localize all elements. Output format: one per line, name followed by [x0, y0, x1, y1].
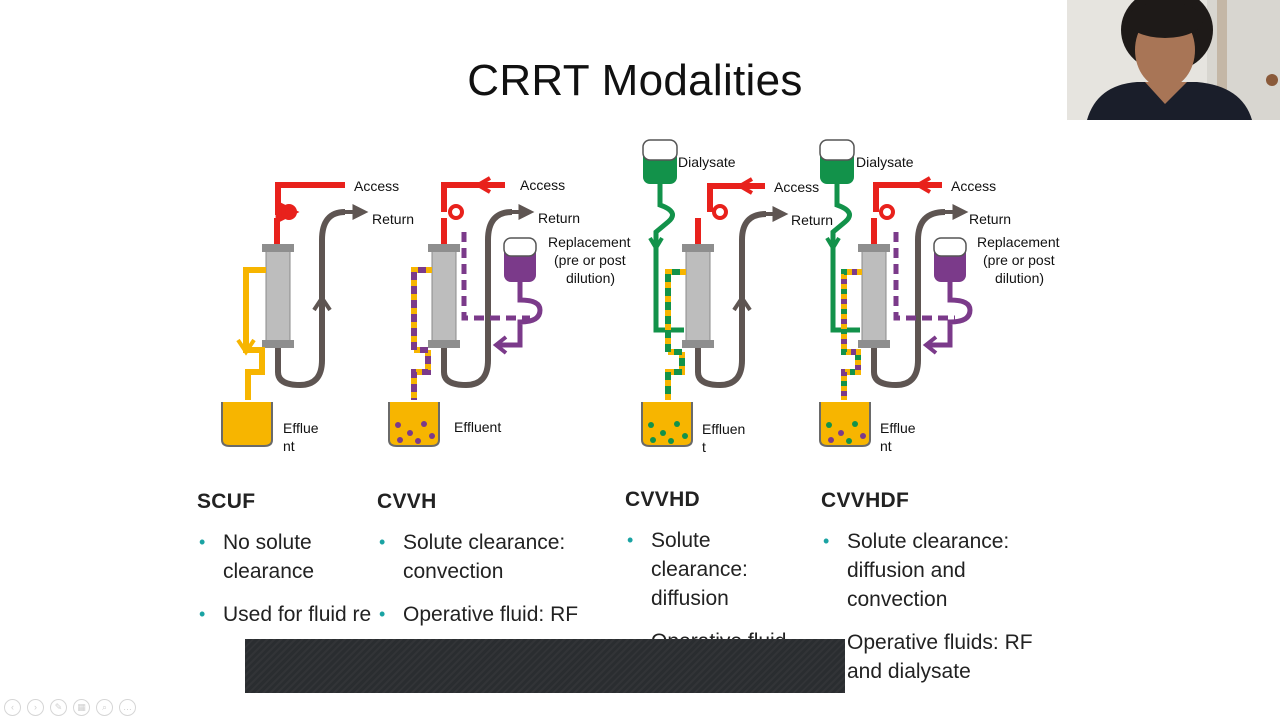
scuf-bullet-1: •No solute clearance	[199, 531, 315, 583]
cvvhdf-bullet-1: •Solute clearance: diffusion and convect…	[823, 530, 1010, 611]
cvvhd-bullet-1: •Solute clearance: diffusion	[627, 529, 748, 610]
cvvhd-filter	[685, 247, 711, 345]
svg-text:Return: Return	[969, 211, 1011, 227]
cvvhdf-column: CVVHDF •Solute clearance: diffusion and …	[821, 489, 1046, 686]
svg-text:Efflue: Efflue	[283, 420, 319, 436]
more-icon[interactable]: …	[119, 699, 136, 716]
svg-text:Return: Return	[791, 212, 833, 228]
scuf-column: SCUF •No solute clearance •Used for flui…	[197, 490, 372, 629]
svg-text:t: t	[702, 439, 706, 455]
svg-text:Dialysate: Dialysate	[678, 154, 736, 170]
cvvh-bullet-2: •Operative fluid: RF	[379, 603, 579, 626]
cvvh-heading: CVVH	[377, 490, 437, 513]
slide-title: CRRT Modalities	[467, 56, 803, 105]
cvvhdf-diagram: Dialysate Access Return Replacement (pre…	[819, 139, 1060, 454]
scuf-heading: SCUF	[197, 490, 256, 513]
svg-text:dilution): dilution)	[566, 270, 615, 286]
svg-text:Efflue: Efflue	[880, 420, 916, 436]
scuf-diagram: Access Return Efflue nt	[221, 178, 414, 454]
cvvhdf-filter	[861, 247, 887, 345]
cvvhdf-bullet-2: •Operative fluids: RF and dialysate	[823, 631, 1033, 683]
pen-icon[interactable]: ✎	[50, 699, 67, 716]
svg-text:nt: nt	[880, 438, 892, 454]
svg-text:Effluent: Effluent	[454, 419, 501, 435]
zoom-icon[interactable]: ⌕	[96, 699, 113, 716]
cvvh-diagram: Access Return Replacement (pre or post d…	[388, 176, 631, 447]
svg-text:Replacement: Replacement	[548, 234, 631, 250]
svg-text:Return: Return	[372, 211, 414, 227]
slideshow-toolbar: ‹ › ✎ ▦ ⌕ …	[4, 699, 136, 716]
cvvh-filter	[431, 247, 457, 345]
scuf-bullet-2: •Used for fluid re	[199, 603, 372, 626]
svg-text:Effluen: Effluen	[702, 421, 745, 437]
next-icon[interactable]: ›	[27, 699, 44, 716]
svg-text:Access: Access	[520, 177, 565, 193]
svg-text:Return: Return	[538, 210, 580, 226]
presenter-webcam[interactable]	[1067, 0, 1280, 120]
cvvh-bullet-1: •Solute clearance: convection	[379, 531, 566, 583]
svg-text:Access: Access	[354, 178, 399, 194]
presenter-figure	[1067, 0, 1280, 120]
crrt-diagrams: Access Return Efflue nt Access Return Re…	[221, 139, 1060, 455]
svg-text:Replacement: Replacement	[977, 234, 1060, 250]
cvvh-column: CVVH •Solute clearance: convection •Oper…	[377, 490, 607, 629]
svg-text:dilution): dilution)	[995, 270, 1044, 286]
svg-text:(pre or post: (pre or post	[983, 252, 1055, 268]
svg-text:Access: Access	[951, 178, 996, 194]
cvvhd-diagram: Dialysate Access Return Effluen t	[641, 139, 833, 455]
cvvhd-heading: CVVHD	[625, 488, 701, 511]
cvvhd-column: CVVHD •Solute clearance: diffusion Opera…	[625, 488, 800, 656]
scuf-filter	[265, 247, 291, 345]
caption-overlay	[245, 639, 845, 693]
prev-icon[interactable]: ‹	[4, 699, 21, 716]
slides-icon[interactable]: ▦	[73, 699, 90, 716]
svg-text:Access: Access	[774, 179, 819, 195]
svg-text:Dialysate: Dialysate	[856, 154, 914, 170]
cvvhdf-heading: CVVHDF	[821, 489, 910, 512]
svg-text:(pre or post: (pre or post	[554, 252, 626, 268]
svg-text:nt: nt	[283, 438, 295, 454]
